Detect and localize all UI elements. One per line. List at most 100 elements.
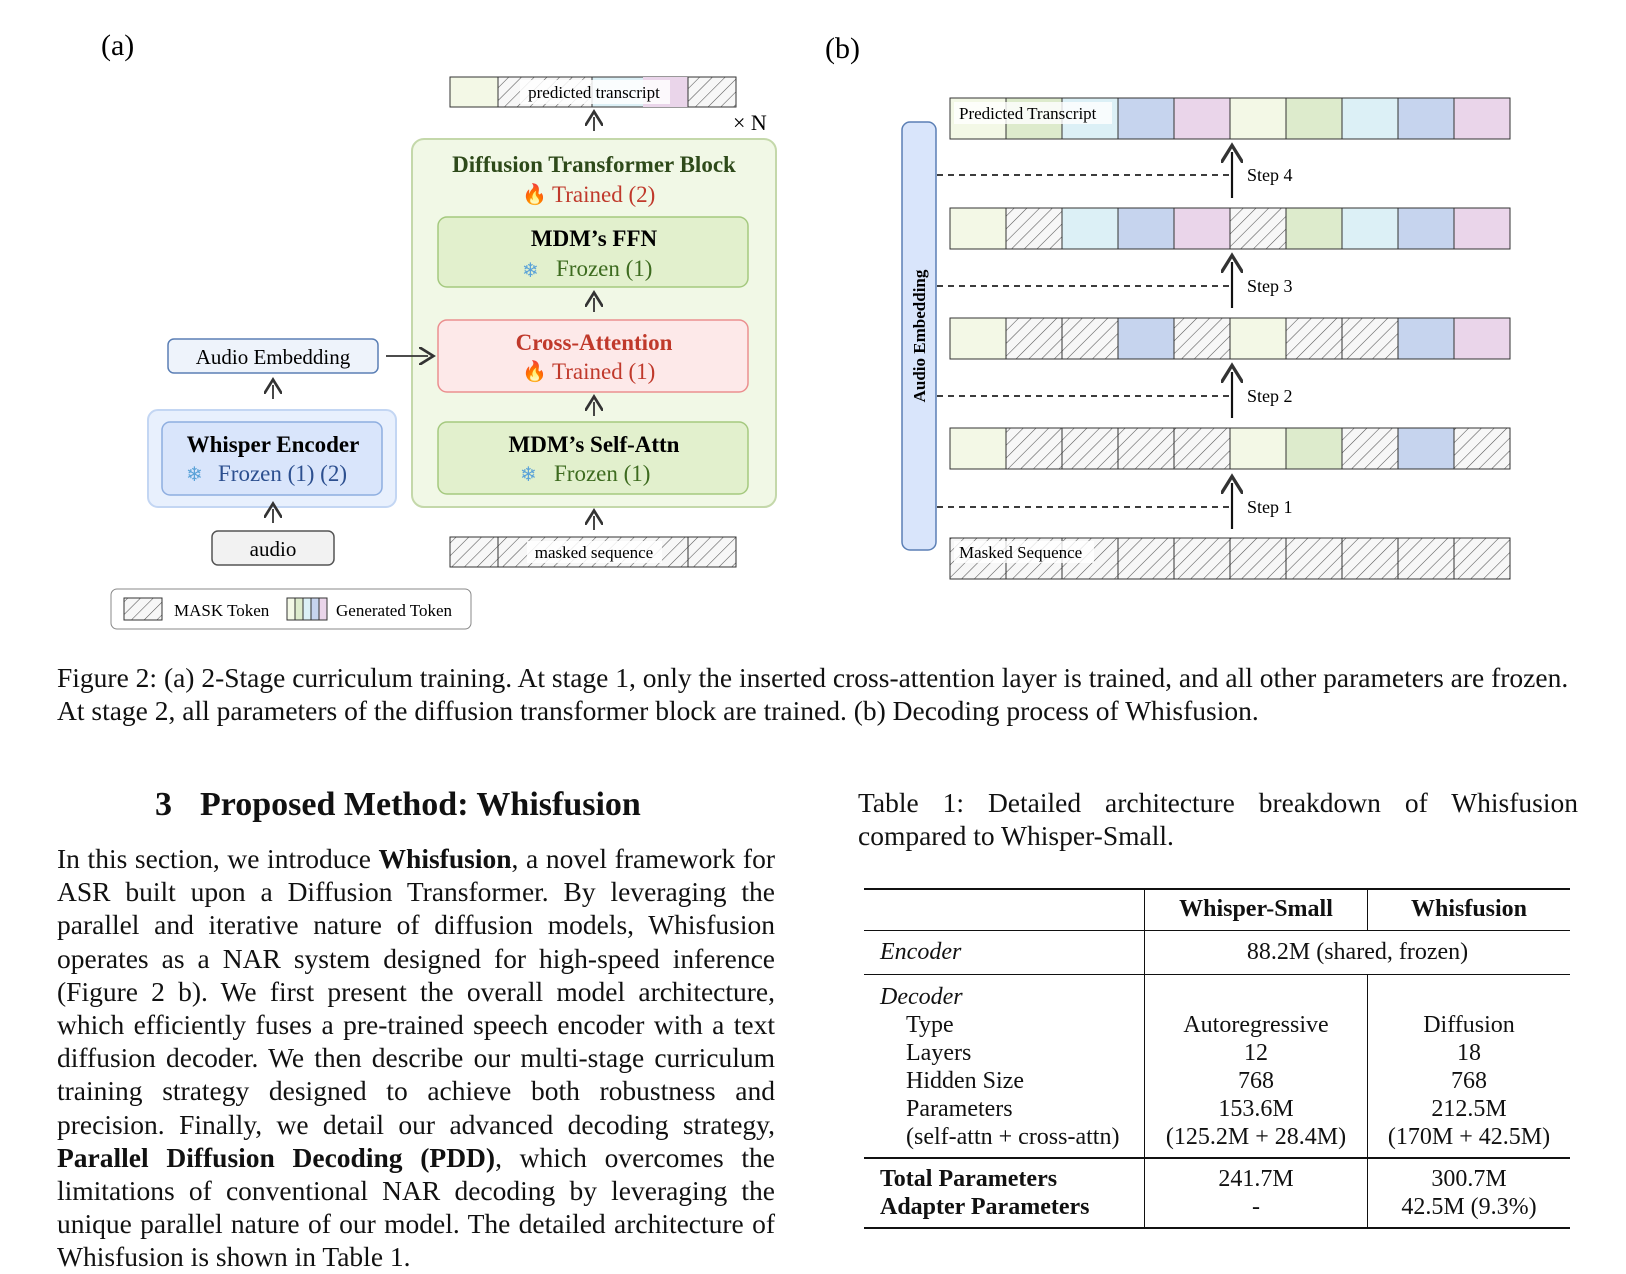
- whisfusion-layers: 18: [1457, 1040, 1481, 1066]
- step-4-label: Step 4: [1247, 165, 1293, 185]
- panel-a-label: (a): [101, 29, 134, 62]
- col-header-whisfusion: Whisfusion: [1367, 889, 1570, 931]
- masked-sequence-bar: masked sequence: [449, 536, 737, 568]
- ffn-status: Frozen (1): [556, 256, 652, 281]
- predicted-transcript-label: predicted transcript: [528, 83, 660, 102]
- whisfusion-total: 300.7M: [1431, 1166, 1507, 1192]
- adapter-params-label: Adapter Parameters: [880, 1194, 1090, 1220]
- block-status: Trained (2): [552, 182, 655, 207]
- mask-token: [1117, 427, 1175, 470]
- generated-token: [1117, 207, 1175, 250]
- audio-embedding-box: [167, 338, 379, 374]
- snowflake-icon: ❄: [520, 462, 537, 486]
- whisper-split: (125.2M + 28.4M): [1165, 1124, 1347, 1150]
- step-2-label: Step 2: [1247, 386, 1293, 406]
- decoder-label: Decoder: [880, 984, 963, 1010]
- encoder-status: Frozen (1) (2): [218, 461, 347, 486]
- legend-mask-swatch: [123, 597, 163, 621]
- whisper-layers: 12: [1244, 1040, 1268, 1066]
- generated-token: [1453, 207, 1511, 250]
- mask-token: [1173, 427, 1231, 470]
- mask-token: [1117, 537, 1175, 580]
- table-row-decoder: Decoder Type Layers Hidden Size Paramete…: [864, 974, 1570, 1158]
- generated-token: [1229, 427, 1287, 470]
- step-4: Step 4: [937, 152, 1293, 198]
- predicted-transcript-b-label: Predicted Transcript: [959, 104, 1097, 123]
- times-n-label: × N: [733, 110, 767, 135]
- generated-token: [1117, 97, 1175, 140]
- step-3-label: Step 3: [1247, 276, 1293, 296]
- legend-mask-label: MASK Token: [174, 601, 270, 620]
- label-backdrop: [954, 102, 1112, 124]
- ffn-box: [437, 216, 749, 288]
- mask-token: [1005, 207, 1063, 250]
- whisper-total: 241.7M: [1218, 1166, 1294, 1192]
- generated-token: [1173, 97, 1231, 140]
- label-backdrop: [954, 541, 1094, 563]
- generated-token: [949, 427, 1007, 470]
- generated-token: [1229, 97, 1287, 140]
- ffn-title: MDM’s FFN: [531, 226, 658, 251]
- fire-icon: 🔥: [522, 182, 547, 206]
- row-label-layers: Layers: [906, 1040, 972, 1066]
- self-title: MDM’s Self-Attn: [509, 432, 680, 457]
- generated-token: [1173, 207, 1231, 250]
- step-2: Step 2: [937, 372, 1293, 418]
- panel-b-label: (b): [825, 32, 860, 65]
- row-label-type: Type: [906, 1012, 954, 1038]
- legend-generated-label: Generated Token: [336, 601, 453, 620]
- encoder-value: 88.2M (shared, frozen): [1144, 930, 1570, 975]
- body-part-2: , a novel framework for ASR built upon a…: [57, 843, 775, 1140]
- mask-token: [1341, 537, 1399, 580]
- table-row-totals: Total Parameters Adapter Parameters 241.…: [864, 1158, 1570, 1228]
- cross-attention-box: [437, 319, 749, 393]
- audio-embedding-bar: [901, 121, 937, 551]
- masked-sequence-label: masked sequence: [535, 543, 653, 562]
- mask-token: [1229, 537, 1287, 580]
- mask-token: [1341, 317, 1399, 360]
- mask-token: [1285, 317, 1343, 360]
- mask-token: [1397, 537, 1455, 580]
- whisper-params: 153.6M: [1218, 1096, 1294, 1122]
- self-status: Frozen (1): [554, 461, 650, 486]
- audio-box: [211, 530, 335, 566]
- whisper-hidden: 768: [1238, 1068, 1274, 1094]
- figure-caption: Figure 2: (a) 2-Stage curriculum trainin…: [57, 662, 1569, 726]
- mask-token: [1005, 427, 1063, 470]
- generated-token: [1397, 317, 1455, 360]
- section-title: Proposed Method: Whisfusion: [200, 786, 641, 823]
- masked-sequence-b-label: Masked Sequence: [959, 543, 1082, 562]
- generated-token: [1341, 207, 1399, 250]
- architecture-table: Whisper-Small Whisfusion Encoder 88.2M (…: [864, 888, 1570, 1229]
- col-header-whisper: Whisper-Small: [1144, 889, 1368, 931]
- generated-token: [1117, 317, 1175, 360]
- body-part-1: In this section, we introduce: [57, 843, 379, 874]
- fire-icon: 🔥: [522, 359, 547, 383]
- audio-label: audio: [250, 537, 297, 561]
- mask-token: [1061, 317, 1119, 360]
- generated-token: [1453, 317, 1511, 360]
- generated-token: [1341, 97, 1399, 140]
- generated-token: [1285, 427, 1343, 470]
- generated-token: [1061, 207, 1119, 250]
- legend-generated-swatch: [286, 597, 328, 621]
- mask-token: [1285, 537, 1343, 580]
- generated-token: [1397, 97, 1455, 140]
- snowflake-icon: ❄: [522, 258, 539, 282]
- generated-token: [1453, 97, 1511, 140]
- token-row: [949, 317, 1511, 360]
- cross-title: Cross-Attention: [516, 330, 673, 355]
- whisper-type: Autoregressive: [1183, 1012, 1329, 1038]
- decoding-rows: [949, 97, 1511, 580]
- row-label-params: Parameters: [906, 1096, 1013, 1122]
- mask-token: [1453, 427, 1511, 470]
- whisfusion-adapter: 42.5M (9.3%): [1401, 1194, 1537, 1220]
- step-1-label: Step 1: [1247, 497, 1293, 517]
- total-params-label: Total Parameters: [880, 1166, 1058, 1192]
- whisfusion-params: 212.5M: [1431, 1096, 1507, 1122]
- mask-token: [1173, 317, 1231, 360]
- encoder-inner-box: [161, 421, 383, 496]
- table-row-encoder: Encoder 88.2M (shared, frozen): [864, 930, 1570, 975]
- predicted-transcript-bar: predicted transcript: [449, 76, 737, 108]
